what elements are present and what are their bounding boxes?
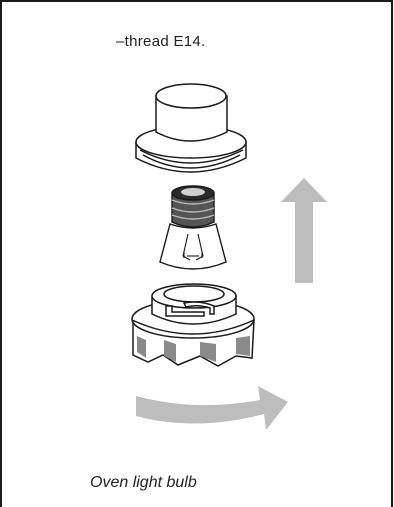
cover-cap xyxy=(136,84,246,172)
up-arrow-icon xyxy=(281,178,327,283)
bulb xyxy=(160,186,226,269)
thread-label: –thread E14. xyxy=(116,33,206,50)
socket xyxy=(132,284,254,366)
rotate-arrow-icon xyxy=(136,386,288,430)
bulb-caption: Oven light bulb xyxy=(90,474,197,492)
